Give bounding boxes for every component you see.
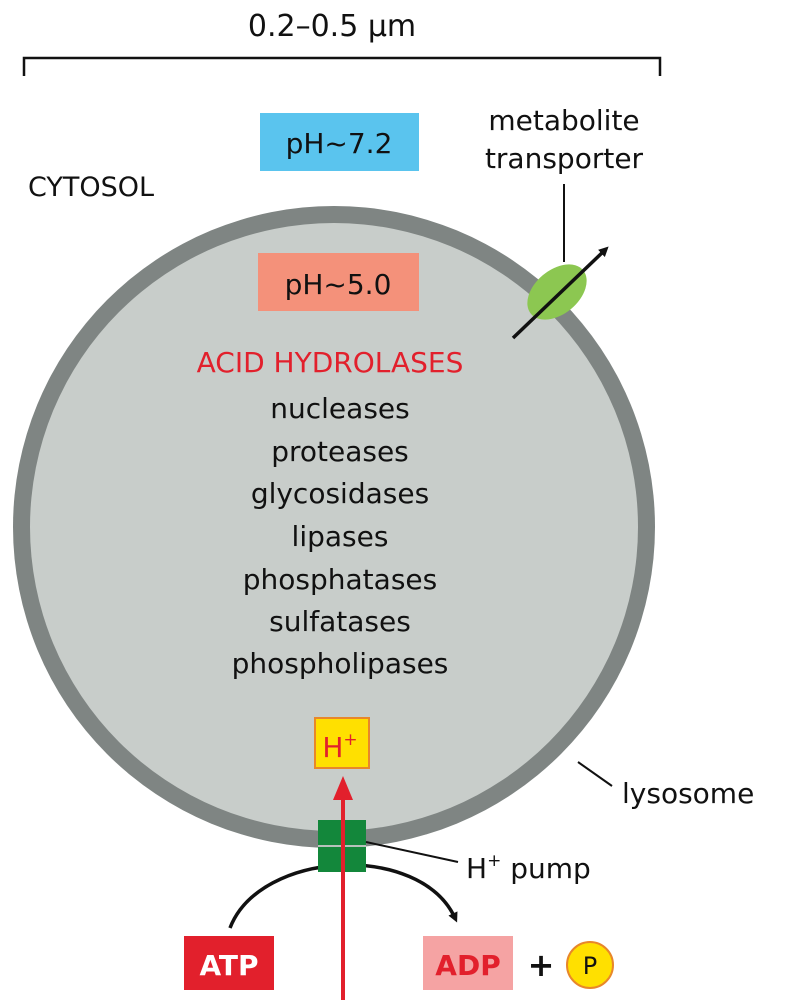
pump-label-symbol: H (466, 852, 487, 885)
proton-symbol: H (322, 731, 343, 764)
enzyme-item: phosphatases (243, 563, 437, 596)
transporter-label-line1: metabolite (488, 104, 639, 137)
proton-charge: + (343, 730, 357, 750)
lysosome-lumen (30, 223, 638, 831)
phosphate-circle (566, 941, 614, 989)
metabolite-transporter (527, 264, 587, 320)
pump-leader-line (365, 841, 459, 863)
pump-label-charge: + (487, 851, 501, 871)
phosphate-label: P (583, 952, 597, 980)
enzyme-item: lipases (292, 520, 389, 553)
cytosol-ph-label: pH~7.2 (286, 127, 393, 160)
transporter-label-line2: transporter (485, 142, 644, 175)
lumen-ph-box (258, 253, 419, 311)
cytosol-label: CYTOSOL (28, 172, 154, 203)
atp-label: ATP (199, 949, 258, 982)
proton-arrowhead (333, 776, 353, 800)
cytosol-ph-box (260, 113, 419, 171)
lysosome-leader-line (577, 761, 613, 787)
atp-box (184, 936, 274, 990)
scale-label: 0.2–0.5 μm (248, 9, 416, 44)
adp-box (423, 936, 513, 990)
enzyme-item: nucleases (270, 392, 409, 425)
enzyme-item: phospholipases (232, 647, 449, 680)
enzymes-heading: ACID HYDROLASES (197, 346, 464, 379)
pump-label: H+ pump (466, 851, 591, 885)
enzyme-item: glycosidases (251, 477, 429, 510)
lysosome-label: lysosome (622, 777, 754, 810)
enzyme-item: proteases (271, 435, 409, 468)
lumen-ph-label: pH~5.0 (285, 268, 392, 301)
proton-label: H+ (322, 730, 357, 764)
transport-arrow (511, 246, 609, 340)
adp-label: ADP (435, 949, 500, 982)
plus-sign: + (528, 946, 555, 984)
pump-label-word: pump (501, 852, 590, 885)
scale-bar: 0.2–0.5 μm (22, 9, 662, 76)
enzyme-item: sulfatases (269, 605, 411, 638)
proton-box (314, 717, 370, 769)
